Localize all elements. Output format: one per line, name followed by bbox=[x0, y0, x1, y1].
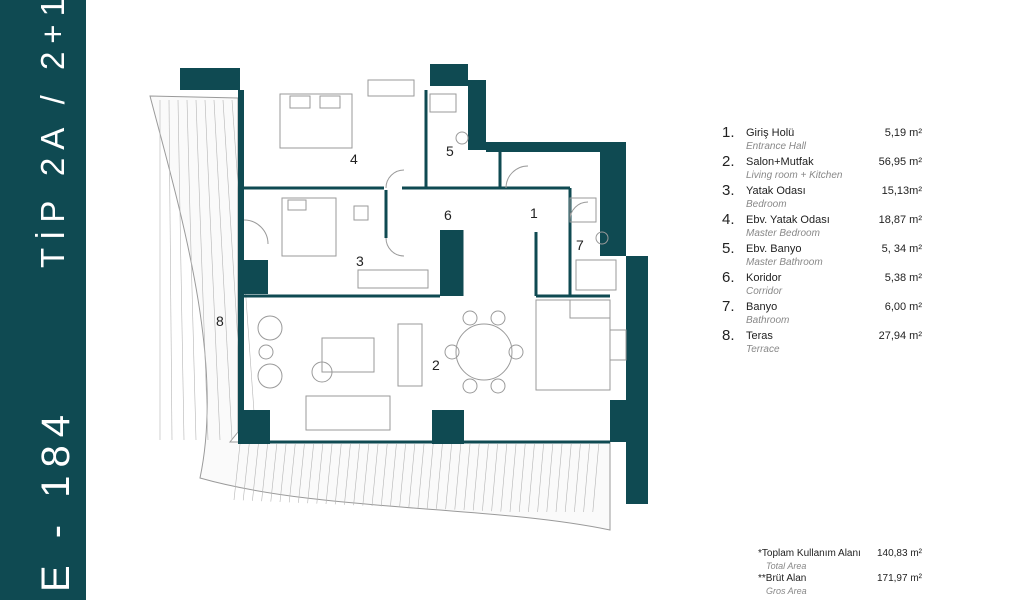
interior-walls bbox=[240, 90, 610, 444]
room-number-3: 3 bbox=[356, 253, 364, 269]
room-number-1: 1 bbox=[530, 205, 538, 221]
floor-plan: 4 5 6 1 7 3 8 2 bbox=[149, 64, 648, 531]
sidebar-band: TİP 2A / 2+1 E - 184 bbox=[0, 0, 86, 600]
unit-number-label: E - 184 bbox=[34, 407, 78, 592]
room-number-2: 2 bbox=[432, 357, 440, 373]
room-number-5: 5 bbox=[446, 143, 454, 159]
room-number-6: 6 bbox=[444, 207, 452, 223]
room-numbers: 4 5 6 1 7 3 8 2 bbox=[216, 143, 584, 373]
room-number-7: 7 bbox=[576, 237, 584, 253]
unit-type-label: TİP 2A / 2+1 bbox=[34, 0, 71, 268]
furniture bbox=[243, 79, 627, 431]
room-number-4: 4 bbox=[350, 151, 358, 167]
exterior-walls bbox=[180, 64, 648, 504]
room-number-8: 8 bbox=[216, 313, 224, 329]
